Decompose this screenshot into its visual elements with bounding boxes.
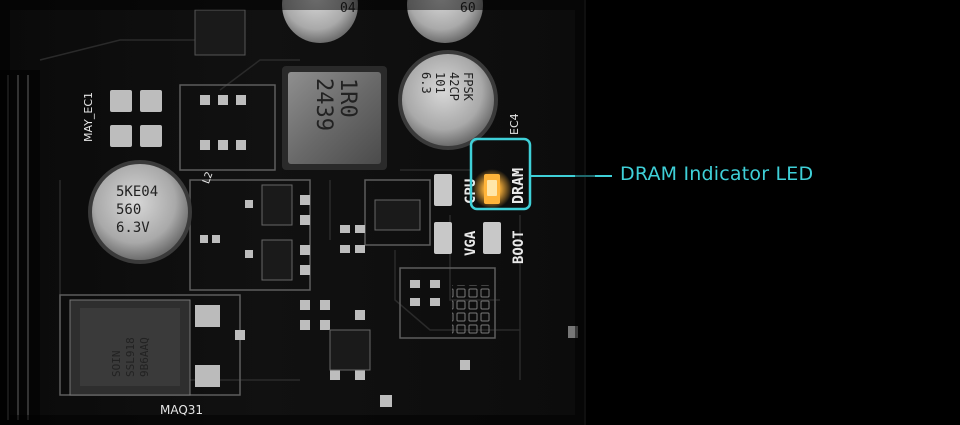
designator-label: EC4 [508,113,521,135]
led-label-vga: VGA [463,230,479,256]
cap-text: 6.3V [116,220,150,236]
designator-label: MAQ31 [160,403,203,417]
pad-grid [452,285,490,335]
mosfet-text: SOIN [110,351,123,378]
mosfet-text: SSL918 [124,337,137,377]
vignette [0,0,585,425]
silkscreen-outlines [59,84,496,396]
boot-led [483,222,501,254]
cap-text: 101 [433,72,447,94]
led-label-boot: BOOT [511,230,527,264]
cap-text: 560 [116,202,141,218]
designators: MAY_EC1 MAQ31 EC4 L2 [82,92,521,417]
designator-label: L2 [201,170,215,185]
inductor-label: 2439 [311,78,336,131]
smd-pads [110,90,470,407]
mosfet: SOIN SSL918 9B6AAQ [69,299,220,396]
cap-text: 5KE04 [116,184,158,200]
edge-pad [568,326,578,338]
vga-led [434,222,452,254]
callout-highlight-box [469,137,532,211]
capacitor-left: 5KE04 560 6.3V [88,160,192,264]
callout-label: DRAM Indicator LED [620,163,814,185]
power-inductor: 1R0 2439 [282,66,387,170]
led-block: CPU VGA DRAM BOOT [434,168,527,264]
cap-text: 6.3 [419,72,433,94]
cap-text: 42CP [447,72,461,101]
designator-label: MAY_EC1 [82,92,95,142]
led-label-dram: DRAM [509,168,527,204]
cpu-led [434,174,452,206]
transistors [261,184,421,371]
top-chip [194,9,246,56]
capacitor-right: FPSK 42CP 101 6.3 [398,50,498,150]
inductor-label: 1R0 [335,78,360,118]
cap-text: FPSK [461,72,475,102]
mosfet-text: 9B6AAQ [138,337,151,377]
